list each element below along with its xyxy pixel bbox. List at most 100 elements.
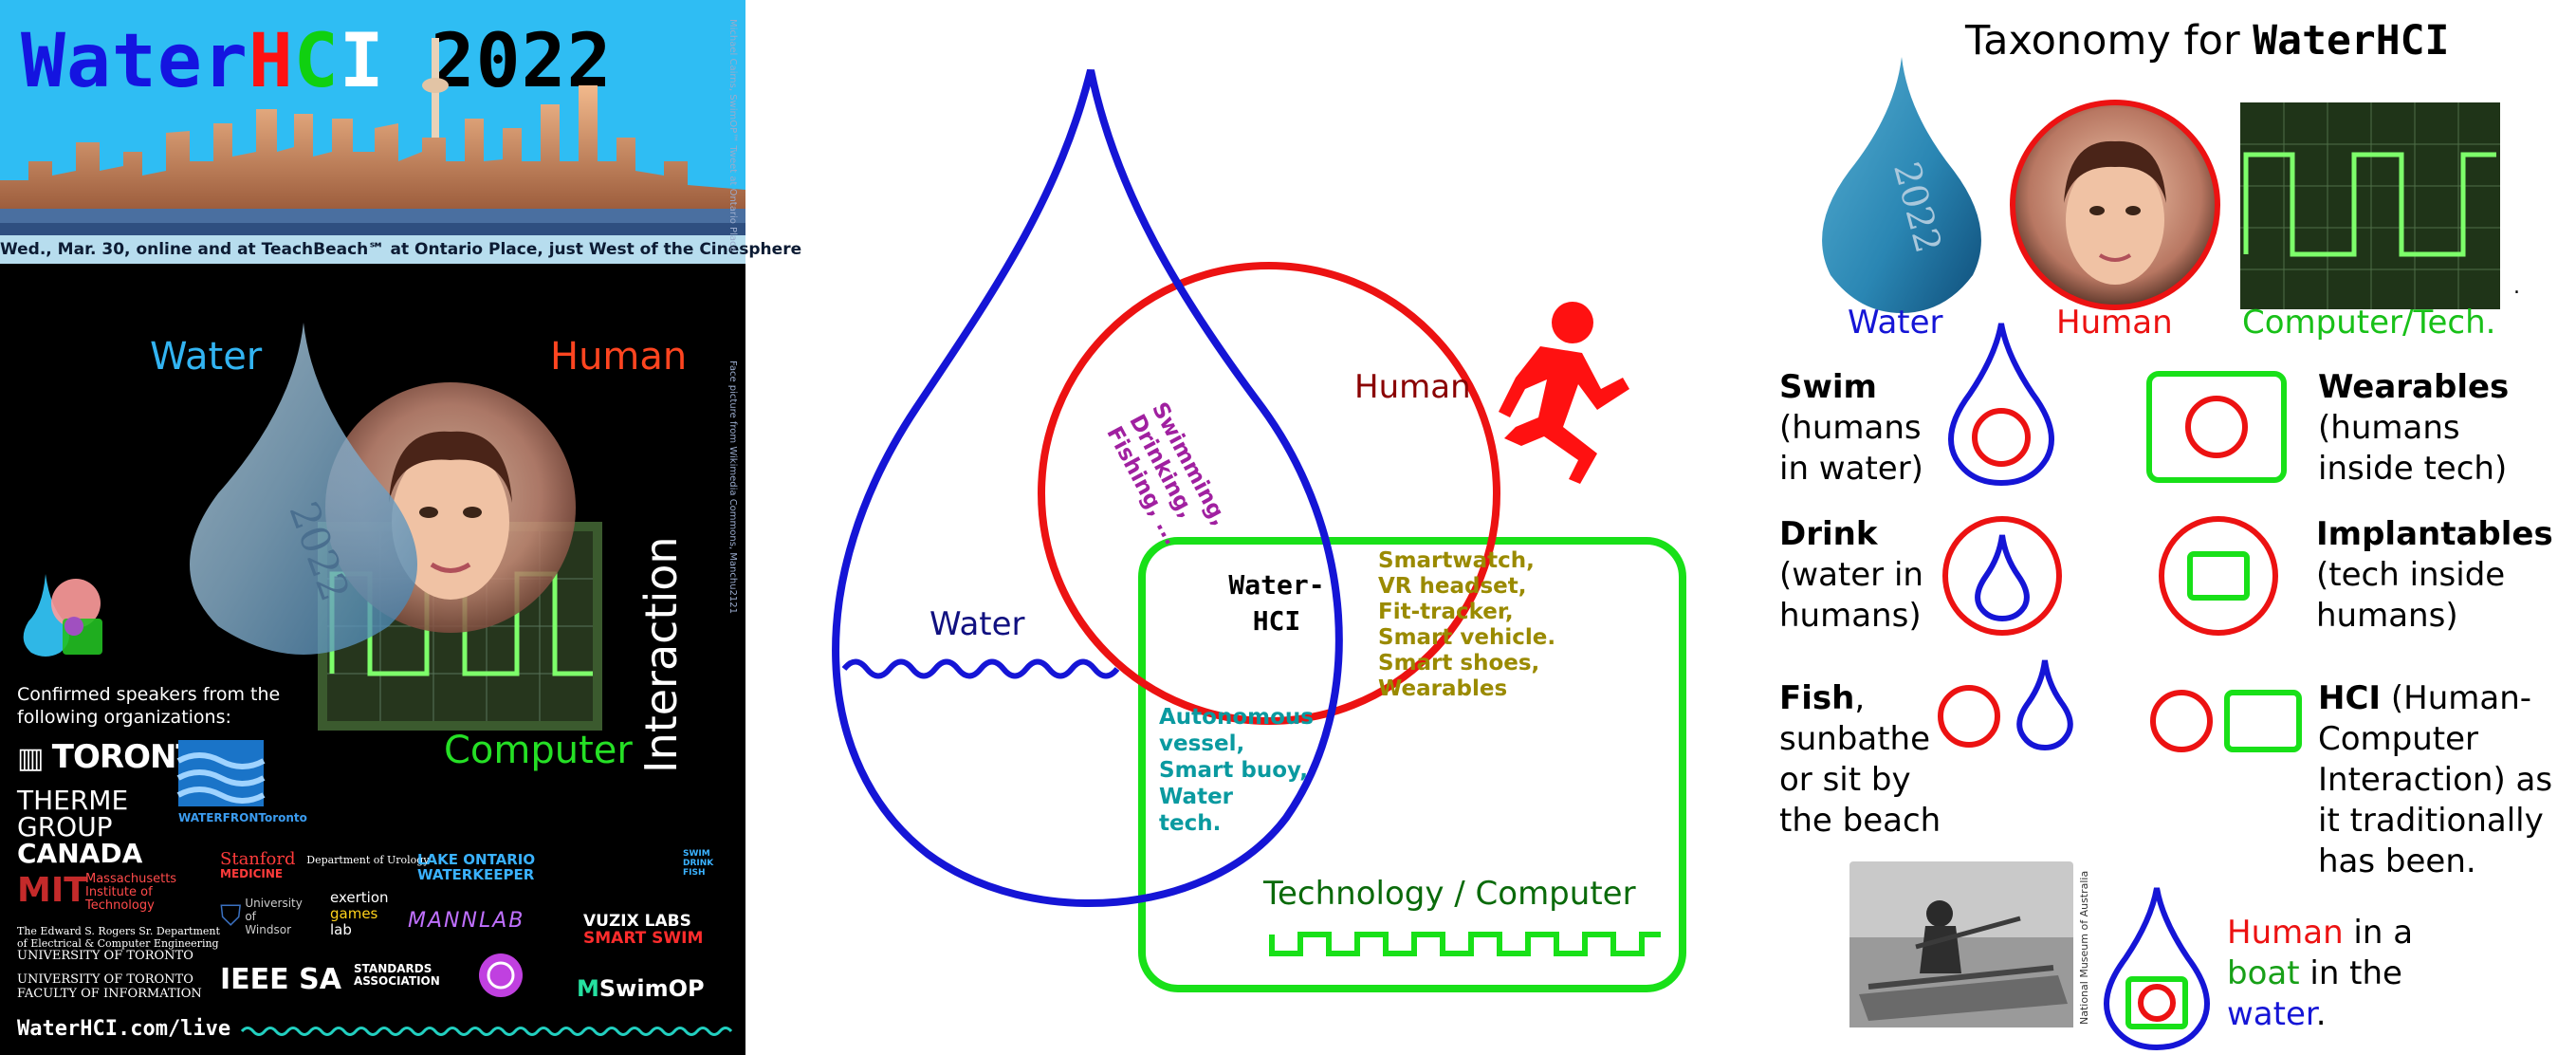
- drink-icon: [1942, 516, 2062, 636]
- venn-center-label: Water- HCI: [1220, 567, 1334, 639]
- venn-ht-5: Wearables: [1378, 676, 1508, 701]
- event-banner: Wed., Mar. 30, online and at TeachBeach℠…: [0, 235, 801, 264]
- waterfront-wave-icon: [176, 740, 266, 806]
- taxonomy-period: .: [2513, 275, 2520, 299]
- drink-desc: (water in humans): [1779, 556, 1923, 635]
- label-interaction: Interaction: [635, 536, 687, 773]
- taxonomy-fish: Fish, sunbathe or sit by the beach: [1779, 678, 1969, 842]
- org-stanford-3: Department of Urology: [306, 853, 430, 866]
- title-i: I: [339, 19, 385, 104]
- org-uoft-inf-2: FACULTY OF INFORMATION: [17, 987, 202, 1001]
- org-swimop-text: SwimOP: [598, 975, 705, 1002]
- swim-title: Swim: [1779, 368, 1877, 406]
- org-uoft-ece: The Edward S. Rogers Sr. Department of E…: [17, 925, 220, 962]
- org-ieee-1: IEEE SA: [220, 963, 341, 996]
- fish-icon: [1938, 659, 2073, 751]
- taxonomy-title: Taxonomy for WaterHCI: [1965, 17, 2449, 65]
- venn-wt-1: vessel,: [1159, 731, 1245, 756]
- venn-ht-2: Fit-tracker,: [1378, 600, 1514, 624]
- org-uoft-inf: UNIVERSITY OF TORONTO FACULTY OF INFORMA…: [17, 972, 202, 1001]
- org-vuzix-2: SMART SWIM: [583, 929, 704, 948]
- taxonomy-drink: Drink(water in humans): [1779, 514, 1941, 637]
- org-windsor-text: University of Windsor: [245, 897, 303, 936]
- face-credit: Face picture from Wikimedia Commons, Man…: [727, 361, 738, 615]
- venn-ht-4: Smart shoes,: [1378, 651, 1540, 676]
- website-url[interactable]: WaterHCI.com/live: [17, 1017, 231, 1041]
- venn-wt-3: Water: [1159, 785, 1234, 809]
- org-ieee-2: STANDARDS: [354, 962, 432, 975]
- org-swim-drink-fish: SWIM DRINK FISH: [683, 849, 714, 878]
- boat-in-the: in the: [2299, 954, 2402, 992]
- org-therme: THERME GROUP CANADA: [17, 787, 142, 867]
- raft-photo: [1849, 861, 2073, 1027]
- org-uoft-ece-2: of Electrical & Computer Engineering: [17, 937, 219, 950]
- hci-icon: [2150, 690, 2302, 752]
- org-mit-2: Institute of: [85, 885, 153, 899]
- org-lake-2: WATERKEEPER: [417, 866, 535, 883]
- wearables-title: Wearables: [2318, 368, 2510, 406]
- boat-boat: boat: [2227, 954, 2300, 992]
- label-water: Water: [150, 335, 263, 379]
- wearables-icon: [2146, 371, 2287, 483]
- wearables-desc: (humans inside tech): [2318, 409, 2508, 488]
- org-lake-ontario: LAKE ONTARIO WATERKEEPER: [417, 852, 535, 882]
- caption-tech: Computer/Tech.: [2242, 304, 2496, 342]
- purple-circle-logo: [479, 953, 523, 997]
- venn-label-tech: Technology / Computer: [1263, 875, 1636, 913]
- org-lake-1: LAKE ONTARIO: [417, 851, 536, 868]
- square-wave-icon: [1269, 932, 1661, 956]
- boat-in-a: in a: [2343, 914, 2414, 952]
- org-stanford-2: MEDICINE: [220, 867, 284, 880]
- org-ieee-3: ASSOCIATION: [354, 974, 440, 988]
- org-therme-2: GROUP: [17, 811, 113, 842]
- venn-wt-2: Smart buoy,: [1159, 758, 1308, 783]
- fish-title: Fish: [1779, 679, 1855, 717]
- org-therme-3: CANADA: [17, 838, 143, 869]
- taxonomy-oscilloscope: [2240, 102, 2500, 309]
- org-stanford: Stanford Department of Urology MEDICINE: [220, 849, 430, 880]
- org-waterfront: WATERFRONToronto: [178, 811, 307, 824]
- taxonomy-implantables: Implantables(tech inside humans): [2316, 514, 2553, 637]
- taxonomy-title-pre: Taxonomy for: [1965, 17, 2254, 65]
- human-face-image: [325, 382, 576, 633]
- venn-ht-1: VR headset,: [1378, 574, 1527, 599]
- taxonomy-swim: Swim(humans in water): [1779, 367, 1941, 490]
- org-mit-1: Massachusetts: [85, 872, 177, 886]
- boat-human: Human: [2227, 914, 2344, 952]
- org-exertion: exertion games lab: [330, 890, 389, 938]
- venn-label-human: Human: [1354, 368, 1471, 406]
- label-human: Human: [550, 335, 688, 379]
- venn-human-circle: [1038, 262, 1500, 725]
- swim-desc: (humans in water): [1779, 409, 1923, 488]
- boat-water: water: [2227, 995, 2316, 1033]
- photo-credit: Michael Cairns, SwimOP™ Tweet at Ontario…: [727, 19, 738, 252]
- implantables-icon: [2159, 516, 2278, 636]
- org-windsor: ⛉ University of Windsor: [220, 897, 303, 936]
- water-drop-image: 2022: [190, 256, 417, 655]
- museum-credit: National Museum of Australia: [2078, 870, 2090, 1025]
- venn-wt-0: Autonomous: [1159, 705, 1314, 730]
- org-mit: MIT Massachusetts Institute of Technolog…: [17, 871, 177, 913]
- venn-tech-box: [1138, 537, 1686, 992]
- org-mannlab: MANNLAB: [408, 909, 525, 933]
- conference-poster: WaterHCI 2022 Wed., Mar. 30, online and …: [0, 0, 801, 1055]
- boat-icon: [2104, 887, 2210, 1051]
- org-stanford-1: Stanford: [220, 849, 296, 869]
- venn-water-tech-text: Autonomous vessel, Smart buoy, Water tec…: [1159, 704, 1314, 837]
- venn-center-2: HCI: [1252, 605, 1301, 637]
- venn-water-drop: [832, 69, 1343, 907]
- org-ieee: IEEE SA STANDARDS ASSOCIATION: [220, 962, 440, 997]
- swim-icon: [1948, 323, 2054, 487]
- taxonomy-human-face: [2010, 100, 2220, 310]
- taxonomy-hci: HCI (Human-Computer Interaction) as it t…: [2318, 678, 2567, 882]
- org-uoft-ece-3: UNIVERSITY OF TORONTO: [17, 949, 193, 963]
- title-h: H: [248, 19, 294, 104]
- hci-title: HCI: [2318, 679, 2382, 717]
- implantables-title: Implantables: [2316, 515, 2553, 553]
- org-swimop: MSwimOP: [577, 975, 705, 1002]
- taxonomy-title-bold: WaterHCI: [2253, 17, 2450, 65]
- water-wave-icon: [841, 658, 1120, 679]
- title-water: Water: [21, 19, 248, 104]
- hci-desc: (Human-Computer Interaction) as it tradi…: [2318, 679, 2553, 880]
